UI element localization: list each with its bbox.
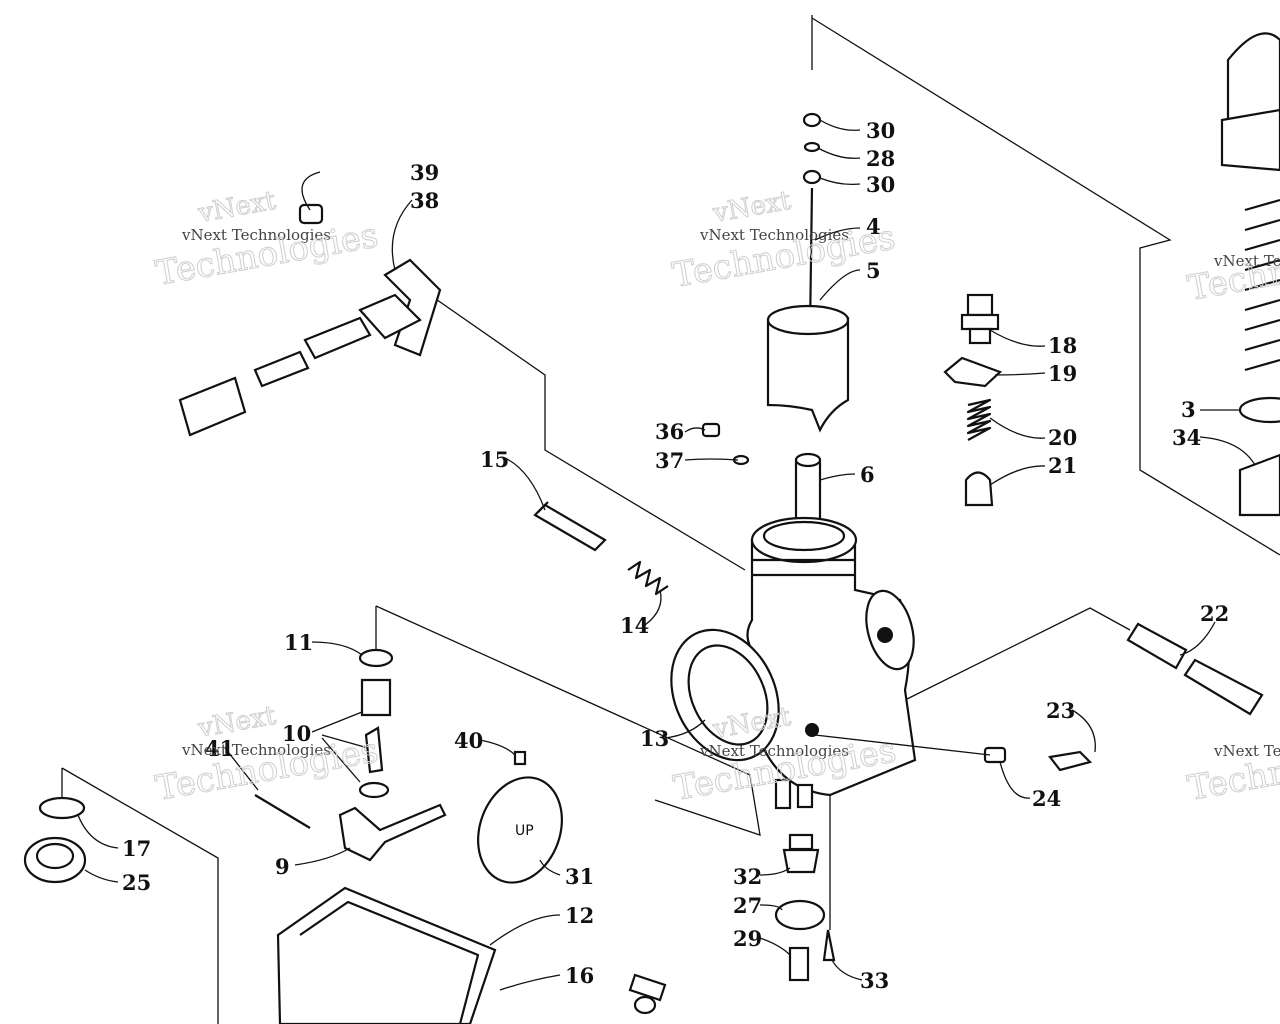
mixing-chamber-cap [1220, 32, 1280, 517]
callout-5: 5 [866, 258, 881, 283]
watermark-top-center: vNext Technologies Technologies vNext [669, 185, 899, 296]
svg-text:vNext Technologies: vNext Technologies [181, 226, 331, 244]
callout-41: 41 [205, 736, 234, 761]
callout-9: 9 [275, 854, 290, 879]
watermark-top-right: vNext Technologies Technologies [1184, 230, 1280, 309]
callout-21: 21 [1048, 453, 1077, 478]
bowl-screw [628, 973, 667, 1015]
callout-numbers: 30 28 30 4 5 6 18 19 20 21 22 23 24 3 34… [122, 118, 1229, 993]
watermark-bottom-left: vNext Technologies Technologies vNext [152, 700, 382, 809]
air-screw-assembly [814, 734, 1093, 772]
callout-17: 17 [122, 836, 151, 861]
callout-13: 13 [640, 726, 669, 751]
choke-spring [966, 398, 992, 441]
callout-37: 37 [655, 448, 684, 473]
leader-lines [77, 119, 1256, 991]
needle-clip-washers [802, 112, 822, 185]
throttle-slide [766, 304, 850, 433]
callout-16: 16 [565, 963, 594, 988]
svg-text:vNext Technologies: vNext Technologies [1213, 252, 1280, 270]
callout-15: 15 [480, 447, 509, 472]
svg-text:vNext: vNext [195, 701, 278, 744]
throttle-sensor-harness [178, 203, 442, 437]
callout-23: 23 [1046, 698, 1075, 723]
float-arm-pin [254, 794, 447, 862]
main-jet-stack [774, 833, 836, 982]
callout-28: 28 [866, 146, 895, 171]
connector-lines [61, 15, 1280, 1024]
callout-36: 36 [655, 419, 684, 444]
needle-valve-assembly [358, 648, 394, 799]
callout-4: 4 [866, 214, 881, 239]
callout-32: 32 [733, 864, 762, 889]
callout-20: 20 [1048, 425, 1077, 450]
callout-3: 3 [1181, 397, 1196, 422]
svg-text:vNext Technologies: vNext Technologies [181, 741, 331, 759]
drain-plug-parts [23, 796, 87, 884]
vent-tubes [1126, 622, 1264, 716]
svg-text:vNext Technologies: vNext Technologies [699, 742, 849, 760]
carburetor-body [670, 516, 917, 810]
callout-25: 25 [122, 870, 151, 895]
svg-text:vNext Technologies: vNext Technologies [699, 226, 849, 244]
callout-12: 12 [565, 903, 594, 928]
callout-10: 10 [282, 721, 311, 746]
callout-39: 39 [410, 160, 439, 185]
callout-24: 24 [1032, 786, 1061, 811]
callout-33: 33 [860, 968, 889, 993]
callout-30-lower: 30 [866, 172, 895, 197]
choke-plunger [964, 471, 994, 507]
callout-34: 34 [1172, 425, 1201, 450]
svg-text:vNext: vNext [195, 186, 278, 229]
callout-22: 22 [1200, 601, 1229, 626]
small-screw-set [701, 422, 750, 466]
choke-plunger-fitting [960, 293, 1000, 345]
callout-11: 11 [284, 630, 313, 655]
float-up-label: UP [515, 823, 534, 839]
watermark-top-left: vNext Technologies Technologies vNext [152, 185, 382, 294]
idle-screw-spring [627, 560, 669, 596]
svg-text:vNext: vNext [710, 186, 793, 229]
float: UP [477, 750, 563, 884]
callout-18: 18 [1048, 333, 1077, 358]
callout-6: 6 [860, 462, 875, 487]
callout-38: 38 [410, 188, 439, 213]
callout-40: 40 [454, 728, 483, 753]
svg-text:vNext Technologies: vNext Technologies [1213, 742, 1280, 760]
float-bowl [276, 886, 497, 1024]
idle-adjust-screw [533, 501, 607, 552]
callout-27: 27 [733, 893, 762, 918]
callout-14: 14 [620, 613, 649, 638]
choke-plate [943, 356, 1003, 388]
callout-19: 19 [1048, 361, 1077, 386]
watermark-bottom-right: vNext Technologies Technologies [1184, 730, 1280, 809]
callout-31: 31 [565, 864, 594, 889]
callout-29: 29 [733, 926, 762, 951]
svg-text:Technologies: Technologies [1185, 230, 1280, 308]
callout-30-top: 30 [866, 118, 895, 143]
